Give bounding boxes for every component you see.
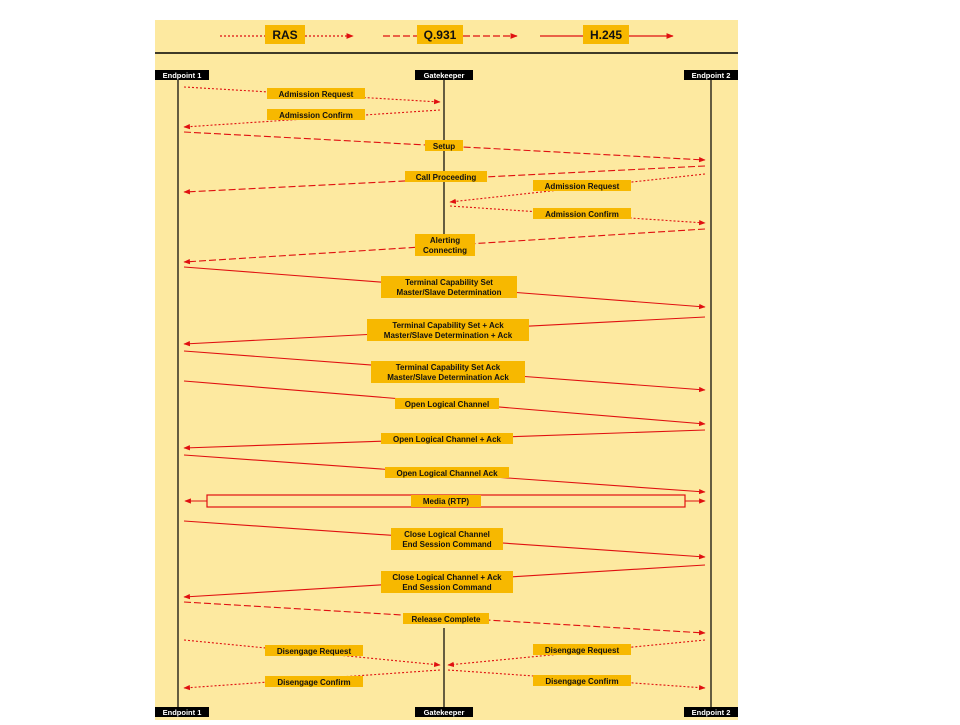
label-msd: Master/Slave Determination [397, 288, 502, 297]
label-admission-request-1: Admission Request [279, 90, 354, 99]
sequence-diagram-canvas: RAS Q.931 H.245 Endpoint 1 Gatekeeper En… [155, 20, 738, 720]
label-box-tcs-msd-ack-req [367, 319, 529, 341]
label-box-release-complete [403, 613, 489, 624]
label-end-session-command-2: End Session Command [402, 583, 491, 592]
label-end-session-command-1: End Session Command [402, 540, 491, 549]
legend-ras-label: RAS [272, 28, 297, 42]
label-tcs: Terminal Capability Set [405, 278, 493, 287]
endpoint1-label-top: Endpoint 1 [163, 71, 202, 80]
label-close-logical-channel-ack: Close Logical Channel + Ack [392, 573, 502, 582]
label-box-admission-request-1 [267, 88, 365, 99]
endpoint2-label-top: Endpoint 2 [692, 71, 731, 80]
label-tcs-ack-req: Terminal Capability Set + Ack [392, 321, 504, 330]
endpoint2-header-bottom [684, 707, 738, 717]
legend-h245-box [583, 25, 629, 44]
label-box-tcs-msd-ack [371, 361, 525, 383]
label-setup: Setup [433, 142, 455, 151]
label-box-open-logical-channel-ack [385, 467, 509, 478]
gatekeeper-label-top: Gatekeeper [424, 71, 465, 80]
label-box-open-logical-channel [395, 398, 499, 409]
label-box-close-logical-channel [391, 528, 503, 550]
label-box-setup [425, 140, 463, 151]
legend-q931-box [417, 25, 463, 44]
label-disengage-confirm-1: Disengage Confirm [277, 678, 350, 687]
gatekeeper-label-bottom: Gatekeeper [424, 708, 465, 717]
label-box-call-proceeding [405, 171, 487, 182]
label-box-disengage-request-1 [265, 645, 363, 656]
label-box-close-logical-channel-ack [381, 571, 513, 593]
label-box-media-rtp [411, 495, 481, 507]
label-box-admission-request-2 [533, 180, 631, 191]
label-disengage-confirm-2: Disengage Confirm [545, 677, 618, 686]
endpoint2-label-bottom: Endpoint 2 [692, 708, 731, 717]
legend-ras-box [265, 25, 305, 44]
label-disengage-request-1: Disengage Request [277, 647, 352, 656]
label-connecting: Connecting [423, 246, 467, 255]
label-call-proceeding: Call Proceeding [416, 173, 477, 182]
endpoint1-header-bottom [155, 707, 209, 717]
label-tcs-ack: Terminal Capability Set Ack [396, 363, 501, 372]
label-media-rtp: Media (RTP) [423, 497, 470, 506]
label-close-logical-channel: Close Logical Channel [404, 530, 490, 539]
h323-call-flow-diagram: RAS Q.931 H.245 Endpoint 1 Gatekeeper En… [155, 20, 738, 720]
label-open-logical-channel: Open Logical Channel [405, 400, 489, 409]
label-box-admission-confirm-1 [267, 109, 365, 120]
label-msd-ack: Master/Slave Determination Ack [387, 373, 509, 382]
label-msd-ack-req: Master/Slave Determination + Ack [384, 331, 513, 340]
endpoint2-header-top [684, 70, 738, 80]
label-disengage-request-2: Disengage Request [545, 646, 620, 655]
legend-q931-label: Q.931 [424, 28, 457, 42]
message-labels: Admission Request Admission Confirm Setu… [265, 88, 631, 687]
label-admission-confirm-2: Admission Confirm [545, 210, 619, 219]
label-admission-confirm-1: Admission Confirm [279, 111, 353, 120]
endpoint1-label-bottom: Endpoint 1 [163, 708, 202, 717]
label-open-logical-channel-ack: Open Logical Channel Ack [396, 469, 498, 478]
label-box-open-logical-channel-ack-req [381, 433, 513, 444]
label-open-logical-channel-ack-req: Open Logical Channel + Ack [393, 435, 502, 444]
gatekeeper-header-bottom [415, 707, 473, 717]
legend-h245-label: H.245 [590, 28, 622, 42]
label-box-disengage-confirm-1 [265, 676, 363, 687]
label-release-complete: Release Complete [412, 615, 481, 624]
label-admission-request-2: Admission Request [545, 182, 620, 191]
label-alerting: Alerting [430, 236, 460, 245]
label-box-tcs-msd [381, 276, 517, 298]
arrow-admission-confirm-2 [449, 205, 706, 226]
label-box-alerting-connecting [415, 234, 475, 256]
gatekeeper-header-top [415, 70, 473, 80]
label-box-admission-confirm-2 [533, 208, 631, 219]
label-box-disengage-request-2 [533, 644, 631, 655]
label-box-disengage-confirm-2 [533, 675, 631, 686]
endpoint1-header-top [155, 70, 209, 80]
legend: RAS Q.931 H.245 [220, 25, 674, 44]
